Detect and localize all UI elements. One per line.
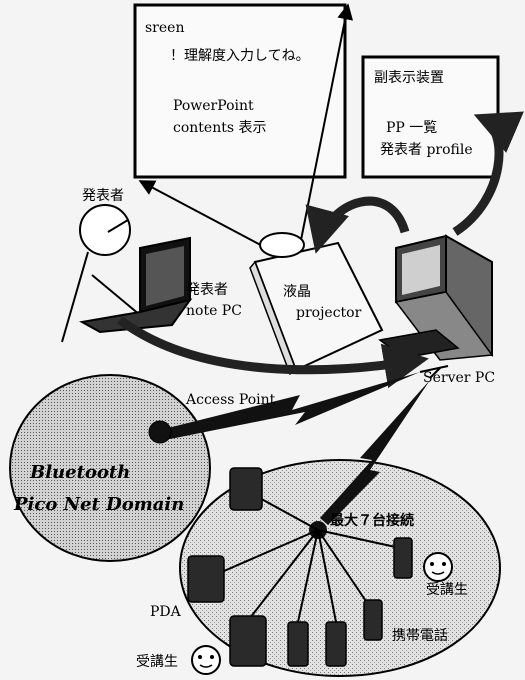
device-2-pda — [187, 555, 225, 603]
projector-icon — [249, 232, 384, 376]
access-point-label: Access Point — [186, 392, 276, 408]
piconet-line2: Pico Net Domain — [14, 494, 185, 515]
server-to-projector-arrow — [305, 196, 410, 254]
device-1 — [229, 467, 263, 511]
server-to-hub-link — [320, 380, 430, 525]
sub-display-title: 副表示装置 — [374, 70, 444, 86]
device-7 — [393, 537, 413, 579]
phone-label: 携帯電話 — [392, 628, 448, 644]
device-5 — [325, 621, 347, 667]
presenter-label: 発表者 — [82, 188, 124, 204]
student-right-label: 受講生 — [426, 582, 468, 598]
presenter-pc-line2: note PC — [186, 303, 242, 319]
laptop-to-server-arrow — [117, 316, 429, 389]
presenter-pc-line1: 発表者 — [186, 282, 228, 298]
access-point-node — [148, 420, 172, 444]
server-pc-label: Server PC — [423, 370, 496, 386]
laptop-icon — [79, 236, 193, 334]
projector-line1: 液晶 — [283, 284, 311, 300]
device-3 — [229, 615, 267, 667]
pda-label: PDA — [150, 604, 181, 620]
screen-content-line2: contents 表示 — [173, 120, 267, 136]
presenter-head — [79, 204, 131, 256]
presenter-body — [61, 251, 89, 343]
presenter-head-line — [107, 219, 129, 233]
server-pc-icon — [378, 234, 494, 361]
device-6-phone — [363, 599, 383, 641]
student-left-label: 受講生 — [136, 654, 178, 670]
screen-content-line1: PowerPoint — [173, 98, 254, 114]
mobile-devices — [187, 467, 413, 667]
screen-label: sreen — [145, 20, 185, 36]
presenter-arm — [91, 274, 141, 316]
student-face-right — [423, 552, 453, 582]
sub-display-line1: PP 一覧 — [386, 120, 438, 136]
projector-line2: projector — [296, 305, 362, 321]
student-face-left — [191, 645, 221, 675]
device-4 — [287, 621, 309, 667]
screen-instruction: ！理解度入力してね。 — [170, 48, 310, 64]
piconet-line1: Bluetooth — [30, 462, 131, 483]
sub-display-line2: 発表者 profile — [380, 142, 473, 158]
access-point-link — [160, 372, 420, 440]
screen-box — [133, 3, 347, 179]
projector-beam-left — [138, 180, 271, 251]
max-connections-label: 最大７台接続 — [330, 513, 414, 529]
server-to-subdisplay-arrow — [452, 111, 524, 236]
